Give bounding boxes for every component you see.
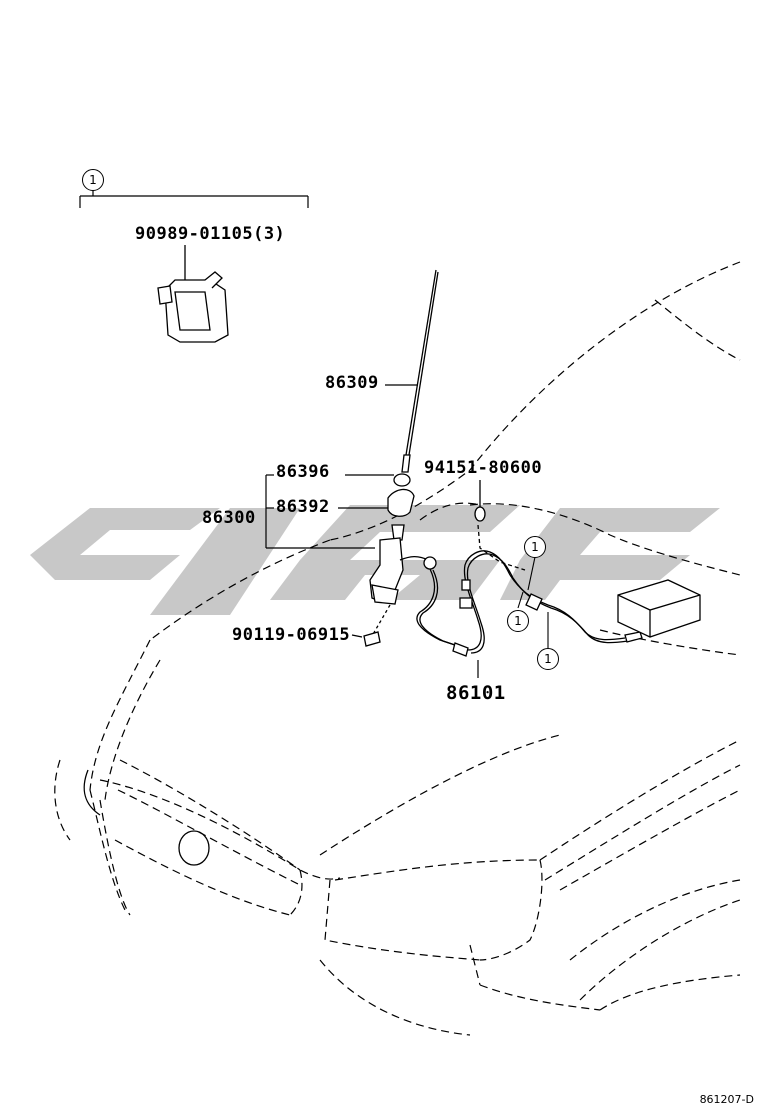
antenna-rod-drawing xyxy=(385,269,439,473)
vehicle-outline xyxy=(54,261,741,1036)
mount-screw-drawing xyxy=(351,604,391,647)
callout-bracket xyxy=(79,190,309,208)
part-label-cap: 86396 xyxy=(276,462,330,482)
part-label-assembly: 86300 xyxy=(202,508,256,528)
receiver-box-drawing xyxy=(617,579,701,638)
cable-clip-drawing xyxy=(157,245,229,343)
callout-1-middle: 1 xyxy=(507,610,529,632)
callout-1-bracket: 1 xyxy=(82,169,104,191)
headlight-emblem xyxy=(83,769,210,866)
grommet-drawing xyxy=(474,480,526,571)
antenna-cap-drawing xyxy=(345,473,411,487)
part-label-clip: 90989-01105(3) xyxy=(135,224,286,244)
antenna-bezel-drawing xyxy=(338,488,415,517)
callout-1-upper: 1 xyxy=(524,536,546,558)
callout-leaders xyxy=(517,556,549,648)
assembly-bracket-lines xyxy=(265,474,375,549)
part-label-cable: 86101 xyxy=(446,682,506,704)
part-label-bezel: 86392 xyxy=(276,497,330,517)
antenna-cable-drawing xyxy=(416,550,643,678)
part-label-rod: 86309 xyxy=(325,373,379,393)
antenna-base-drawing xyxy=(369,524,437,605)
callout-1-lower: 1 xyxy=(537,648,559,670)
part-label-mount-screw: 90119-06915 xyxy=(232,625,351,645)
figure-code: 861207-D xyxy=(699,1093,754,1106)
part-label-grommet: 94151-80600 xyxy=(424,458,543,478)
watermark-logo xyxy=(30,505,720,615)
